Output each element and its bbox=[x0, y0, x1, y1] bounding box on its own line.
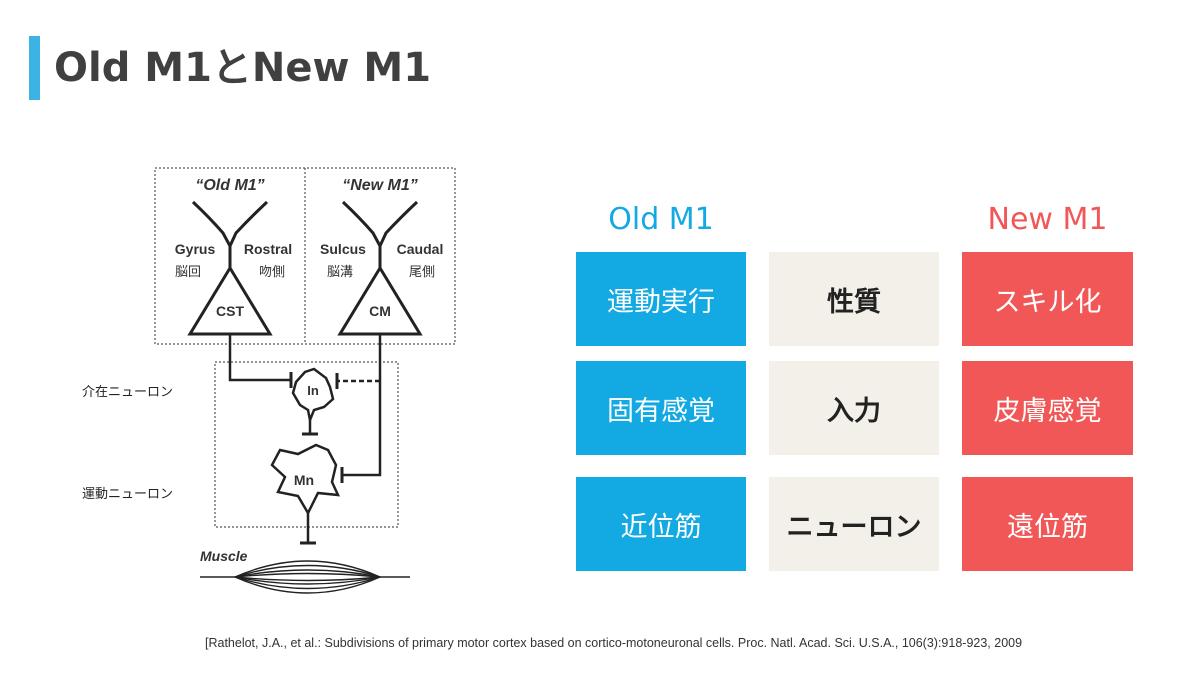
old-cell-proprioception: 固有感覚 bbox=[576, 361, 746, 455]
motoneuron bbox=[270, 443, 341, 516]
new-dendrite bbox=[341, 200, 419, 250]
new-cell-cutaneous: 皮膚感覚 bbox=[962, 361, 1133, 455]
rostral-label: Rostral bbox=[244, 241, 292, 257]
neuron-diagram-svg: “Old M1” “New M1” Gyrus 脳回 Rostral 吻側 Su… bbox=[82, 167, 456, 594]
cm-label: CM bbox=[369, 303, 391, 319]
attr-cell-input: 入力 bbox=[769, 361, 939, 455]
page-title: Old M1とNew M1 bbox=[54, 45, 432, 91]
motoneuron-label: 運動ニューロン bbox=[82, 487, 173, 502]
attr-cell-neuron: ニューロン bbox=[769, 477, 939, 571]
attr-cell-nature: 性質 bbox=[769, 252, 939, 346]
muscle-label: Muscle bbox=[200, 548, 248, 564]
gyrus-label: Gyrus bbox=[175, 241, 216, 257]
title-accent-bar bbox=[29, 36, 40, 100]
cst-axon bbox=[228, 334, 290, 382]
old-cell-execution: 運動実行 bbox=[576, 252, 746, 346]
sulcus-ja-label: 脳溝 bbox=[327, 265, 353, 280]
interneuron-abbr: In bbox=[307, 383, 319, 398]
caudal-label: Caudal bbox=[397, 241, 444, 257]
old-dendrite bbox=[191, 200, 269, 250]
interneuron-label: 介在ニューロン bbox=[82, 385, 173, 400]
spinal-box bbox=[214, 361, 399, 528]
caudal-ja-label: 尾側 bbox=[409, 265, 435, 280]
motoneuron-abbr: Mn bbox=[294, 472, 314, 488]
old-m1-diagram-label: “Old M1” bbox=[195, 177, 264, 194]
muscle-shape bbox=[200, 560, 410, 594]
new-cell-distal: 遠位筋 bbox=[962, 477, 1133, 571]
sulcus-label: Sulcus bbox=[320, 241, 366, 257]
new-m1-header: New M1 bbox=[987, 202, 1108, 237]
neuron-diagram: “Old M1” “New M1” Gyrus 脳回 Rostral 吻側 Su… bbox=[60, 150, 460, 604]
old-m1-header: Old M1 bbox=[608, 202, 714, 237]
new-cell-skill: スキル化 bbox=[962, 252, 1133, 346]
cm-axon bbox=[343, 334, 382, 477]
interneuron bbox=[291, 367, 335, 425]
citation: [Rathelot, J.A., et al.: Subdivisions of… bbox=[205, 636, 1023, 650]
gyrus-ja-label: 脳回 bbox=[175, 265, 201, 280]
new-m1-diagram-label: “New M1” bbox=[342, 177, 418, 194]
old-cell-proximal: 近位筋 bbox=[576, 477, 746, 571]
cst-label: CST bbox=[216, 303, 244, 319]
rostral-ja-label: 吻側 bbox=[259, 265, 285, 280]
